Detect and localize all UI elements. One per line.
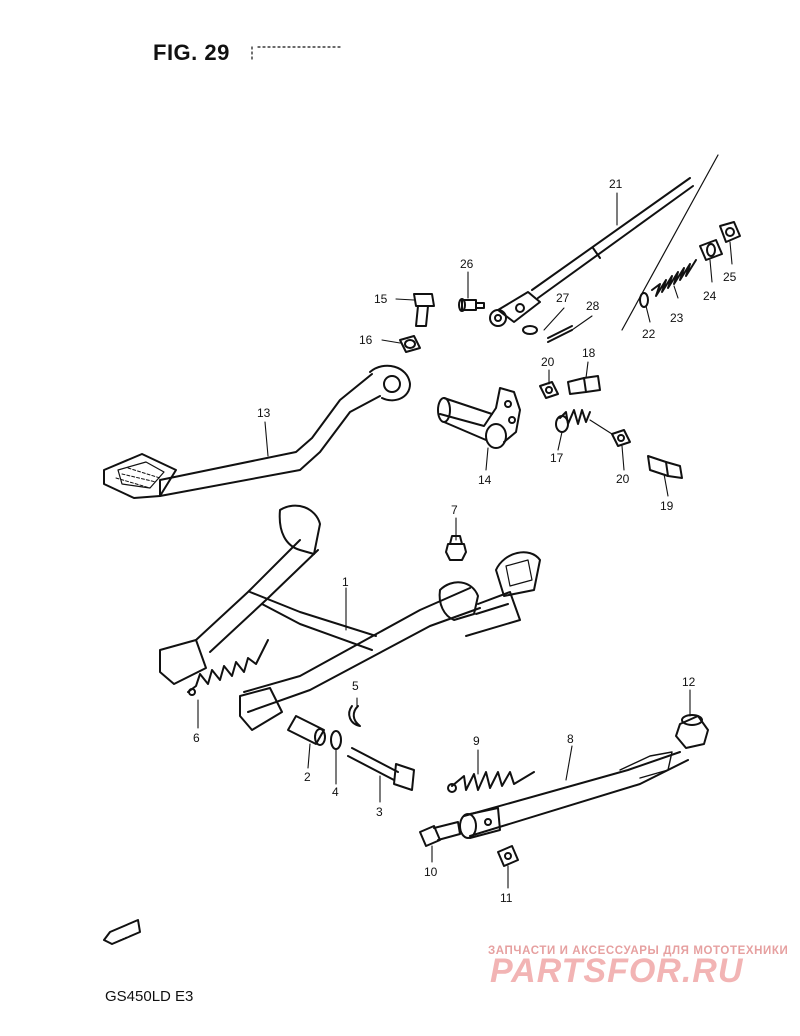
part-21-brake-rod	[489, 154, 719, 331]
part-8-side-stand	[459, 751, 689, 839]
callout-labels: 1 2 3 4 5 6 7 8 9 10 11 12 13 14 15 16 1…	[193, 177, 737, 905]
callout-20-lower: 20	[616, 472, 630, 486]
watermark-subtitle: ЗАПЧАСТИ И АКСЕССУАРЫ ДЛЯ МОТОТЕХНИКИ	[488, 945, 789, 957]
part-2-bushing	[287, 715, 326, 746]
part-24-nut	[699, 239, 723, 261]
figure-title: FIG. 29	[153, 40, 230, 65]
callout-8: 8	[567, 732, 574, 746]
part-25-nut	[719, 221, 741, 243]
part-20-nut-upper	[539, 381, 559, 399]
callout-16: 16	[359, 333, 373, 347]
part-17-return-spring	[555, 409, 591, 433]
callout-9: 9	[473, 734, 480, 748]
callout-28: 28	[586, 299, 600, 313]
callout-26: 26	[460, 257, 474, 271]
part-9-side-stand-spring	[447, 771, 535, 793]
callout-3: 3	[376, 805, 383, 819]
part-13-brake-pedal	[103, 364, 411, 499]
callout-14: 14	[478, 473, 492, 487]
part-6-stand-spring	[187, 639, 269, 696]
callout-22: 22	[642, 327, 656, 341]
watermark-brand: PARTSFOR.RU	[490, 952, 744, 990]
callout-10: 10	[424, 865, 438, 879]
part-14-brake-shaft	[437, 387, 521, 449]
callout-2: 2	[304, 770, 311, 784]
callout-25: 25	[723, 270, 737, 284]
part-20-nut-lower	[611, 429, 631, 447]
callout-20-upper: 20	[541, 355, 555, 369]
fwd-label: FWD	[114, 930, 131, 942]
part-11-nut	[497, 845, 519, 867]
part-23-spring	[651, 259, 697, 297]
callout-12: 12	[682, 675, 696, 689]
part-4-washer	[330, 730, 342, 750]
callout-27: 27	[556, 291, 570, 305]
callout-1: 1	[342, 575, 349, 589]
callout-6: 6	[193, 731, 200, 745]
fwd-arrow-icon	[103, 919, 141, 945]
callout-4: 4	[332, 785, 339, 799]
part-27-washer	[522, 325, 538, 335]
part-5-cotter-pin	[348, 705, 361, 727]
callout-5: 5	[352, 679, 359, 693]
callout-21: 21	[609, 177, 623, 191]
part-12-rubber	[675, 714, 709, 749]
part-10-bolt	[419, 821, 461, 847]
callout-18: 18	[582, 346, 596, 360]
model-code: GS450LD E3	[105, 988, 194, 1005]
part-26-clevis-pin	[458, 298, 485, 312]
callout-17: 17	[550, 451, 564, 465]
part-16-nut	[399, 335, 421, 353]
part-18-bolt	[567, 375, 601, 395]
callout-24: 24	[703, 289, 717, 303]
part-1-center-stand	[159, 504, 541, 731]
callout-11: 11	[500, 891, 513, 905]
callout-15: 15	[374, 292, 388, 306]
callout-23: 23	[670, 311, 684, 325]
part-28-cotter-pin	[547, 325, 573, 343]
leader-lines	[197, 192, 733, 889]
callout-19: 19	[660, 499, 674, 513]
callout-7: 7	[451, 503, 458, 517]
part-22-washer	[639, 292, 649, 308]
callout-13: 13	[257, 406, 271, 420]
part-15-bolt	[413, 293, 435, 327]
part-19-bolt	[647, 455, 683, 479]
part-3-bolt	[347, 747, 415, 791]
